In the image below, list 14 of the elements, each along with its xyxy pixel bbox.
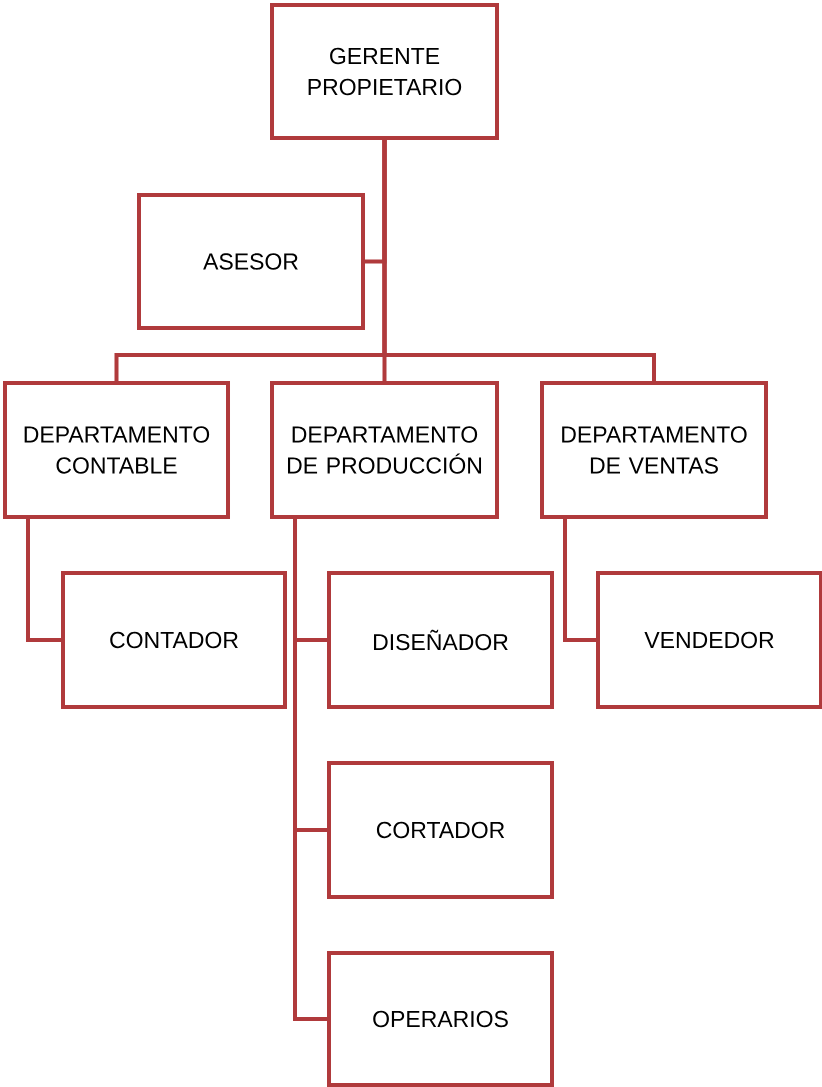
org-box: ASESOR: [137, 193, 365, 330]
connector-line: [382, 138, 656, 383]
org-box: DISEÑADOR: [327, 571, 554, 709]
org-box: CONTADOR: [61, 571, 287, 709]
org-box: CORTADOR: [327, 761, 554, 899]
org-box: VENDEDOR: [596, 571, 822, 709]
org-box: DEPARTAMENTO CONTABLE: [3, 381, 230, 519]
org-box: OPERARIOS: [327, 951, 554, 1087]
org-box: DEPARTAMENTO DE PRODUCCIÓN: [270, 381, 499, 519]
org-box: GERENTE PROPIETARIO: [270, 3, 499, 140]
connector-line: [563, 517, 598, 642]
connector-line: [293, 517, 329, 1021]
connector-line: [26, 517, 63, 642]
org-box: DEPARTAMENTO DE VENTAS: [540, 381, 768, 519]
